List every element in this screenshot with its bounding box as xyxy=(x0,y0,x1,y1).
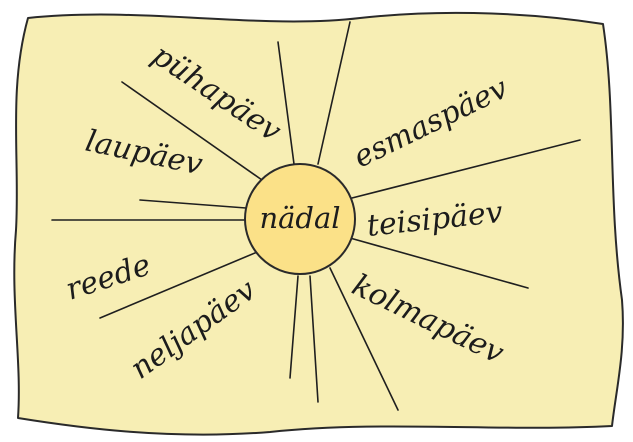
center-label: nädal xyxy=(259,201,340,235)
